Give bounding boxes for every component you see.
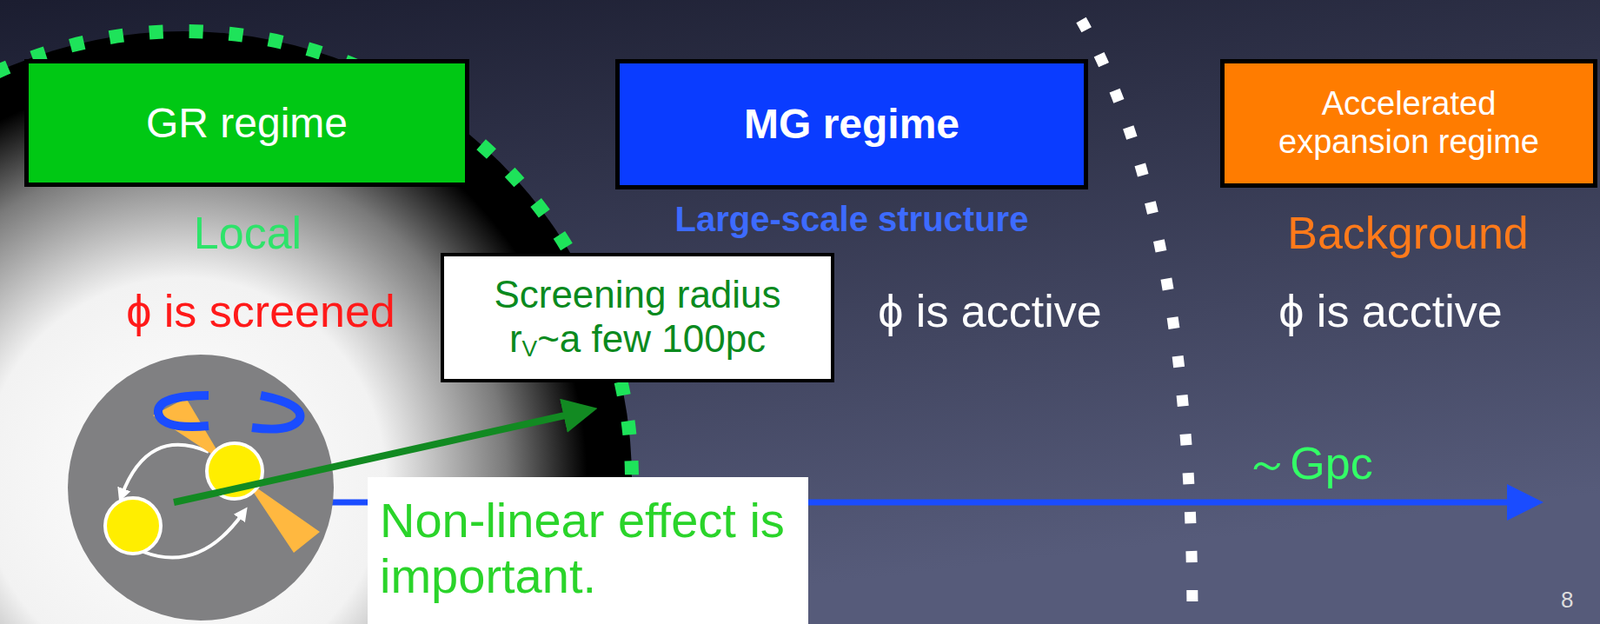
field-status: ϕ is screened (126, 286, 396, 337)
box-text: ~a few 100pc (537, 317, 766, 360)
scale-label: Local (193, 208, 302, 259)
regime-box: GR regime (24, 59, 470, 187)
spin-arrow (158, 395, 209, 427)
box-text: GR regime (146, 99, 348, 147)
field-status: ϕ is acctive (1278, 286, 1502, 337)
note-box: Screening radiusrV~a few 100pc (440, 252, 835, 383)
distance-label: ～Gpc (1244, 438, 1373, 489)
note-box: Non-linear effect is important. (367, 477, 809, 624)
box-text: Accelerated expansion regime (1265, 85, 1553, 161)
binary-system (67, 354, 334, 621)
page-number: 8 (1560, 587, 1574, 613)
orbit-arrow (121, 444, 209, 496)
regime-box: MG regime (615, 59, 1089, 190)
box-text: r (509, 317, 523, 360)
regime-box: Accelerated expansion regime (1220, 59, 1598, 188)
box-text: MG regime (743, 99, 960, 148)
scale-label: Large-scale structure (675, 199, 1030, 239)
spin-arrow (252, 395, 300, 430)
field-status: ϕ is acctive (877, 286, 1102, 337)
text-line: rV~a few 100pc (509, 317, 766, 363)
subscript: V (522, 335, 538, 362)
scale-label: Background (1287, 208, 1529, 259)
box-text: Non-linear effect is important. (379, 492, 797, 605)
box-text: Screening radius (493, 272, 781, 318)
star (105, 497, 161, 554)
